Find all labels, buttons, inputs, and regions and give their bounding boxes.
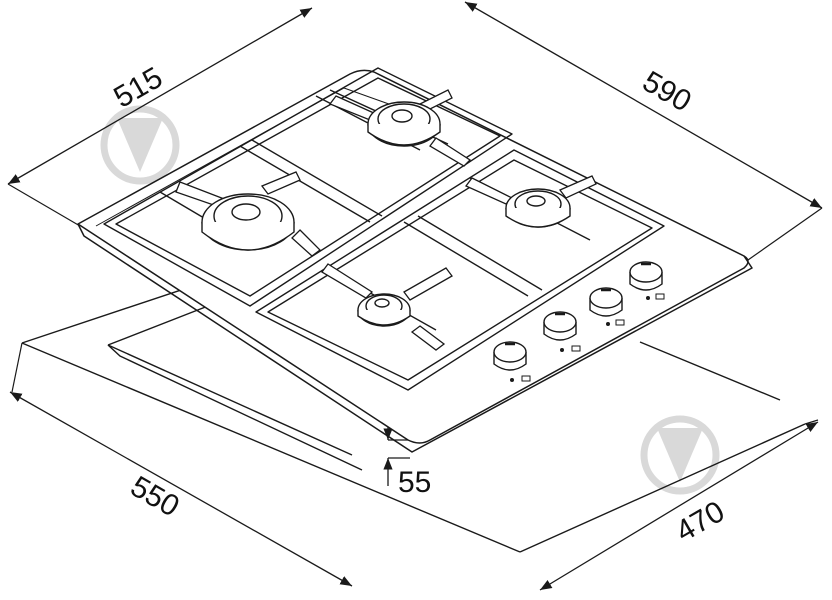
- control-knob-icon: [629, 261, 665, 300]
- burner-icon: [505, 188, 571, 228]
- dimension-label-depth: 55: [398, 466, 431, 499]
- control-knob-icon: [589, 287, 625, 326]
- dimension-label-bottom-left: 550: [125, 470, 185, 524]
- burner-icon: [367, 101, 441, 147]
- burner-icon: [201, 193, 295, 251]
- burner-icon: [357, 293, 411, 327]
- dimension-label-top-right: 590: [637, 65, 697, 119]
- control-knob-icon: [543, 311, 581, 352]
- dimension-lines: [7, 1, 823, 591]
- control-knob-icon: [493, 341, 531, 382]
- dimension-label-bottom-right: 470: [670, 495, 730, 549]
- dimension-label-top-left: 515: [108, 61, 168, 115]
- dim-line-top-left: [7, 7, 313, 185]
- dim-line-bottom-right: [539, 421, 819, 591]
- dim-line-top-right: [464, 1, 823, 209]
- watermark-logo-icon: [100, 105, 180, 185]
- dim-line-bottom-left: [9, 391, 353, 587]
- grate-fingers: [175, 89, 597, 351]
